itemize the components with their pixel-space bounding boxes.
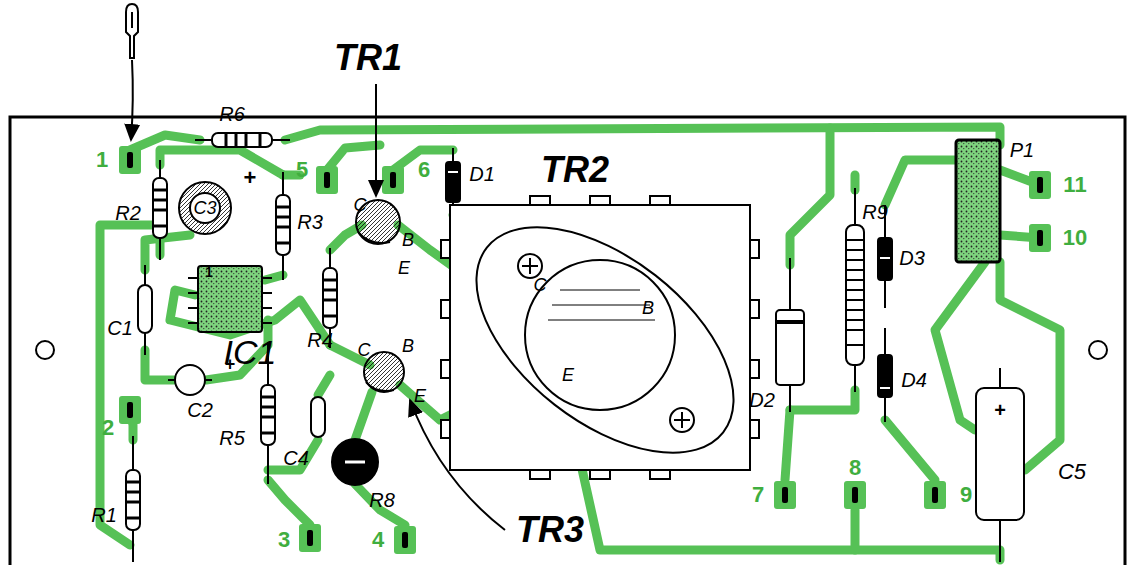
- copper-traces: [100, 127, 1060, 560]
- pin-letter: C: [534, 276, 547, 294]
- part-label: R4: [307, 330, 333, 350]
- transistor-label: TR3: [516, 512, 584, 548]
- pad-number: 6: [418, 159, 430, 181]
- test-pin: [126, 4, 138, 140]
- part-label: D1: [469, 164, 495, 184]
- part-label: C2: [187, 400, 213, 420]
- part-label: D3: [899, 248, 925, 268]
- pad-number: 9: [960, 484, 972, 506]
- mount-hole: [36, 341, 54, 359]
- part-label: R8: [369, 490, 395, 510]
- pin-letter: E: [562, 366, 574, 384]
- transistor-label: TR2: [541, 152, 609, 188]
- board-edge: [10, 117, 1125, 565]
- pin-letter: E: [414, 387, 426, 405]
- part-label: D4: [901, 370, 927, 390]
- part-label: R9: [862, 202, 888, 222]
- transistor-label: TR1: [334, 40, 402, 76]
- pad-number: 4: [372, 529, 384, 551]
- pin-letter: E: [398, 259, 410, 277]
- pin-letter: C: [358, 341, 371, 359]
- polarity-mark: +: [225, 355, 236, 373]
- part-label: R3: [297, 212, 323, 232]
- part-label: C3: [193, 199, 216, 217]
- pin-letter: B: [642, 299, 654, 317]
- pad-number: 3: [278, 529, 290, 551]
- part-label: D2: [749, 390, 775, 410]
- pad-number: 2: [102, 417, 114, 439]
- part-label: C1: [107, 318, 133, 338]
- part-label: C4: [283, 448, 309, 468]
- pad-number: 10: [1063, 227, 1087, 249]
- pad-number: 1: [96, 149, 108, 171]
- part-label: R2: [115, 203, 141, 223]
- pin-letter: B: [402, 337, 414, 355]
- leader-lines: [376, 84, 505, 530]
- polarity-mark: +: [994, 400, 1006, 420]
- part-label: P1: [1010, 140, 1034, 160]
- pad-number: 11: [1063, 174, 1086, 196]
- pin-marker: 1: [205, 265, 213, 279]
- part-label: R6: [219, 104, 245, 124]
- solder-pads: [119, 146, 1051, 554]
- part-label: R1: [91, 505, 117, 525]
- part-label: C5: [1058, 461, 1086, 483]
- polarity-mark: +: [244, 167, 257, 189]
- pin-letter: C: [354, 196, 367, 214]
- pin-letter: B: [402, 231, 414, 249]
- pad-number: 7: [752, 484, 764, 506]
- mount-hole: [1089, 341, 1107, 359]
- part-label: R5: [219, 428, 245, 448]
- pad-number: 8: [849, 457, 861, 479]
- components: [126, 133, 1024, 562]
- pad-number: 5: [296, 159, 308, 181]
